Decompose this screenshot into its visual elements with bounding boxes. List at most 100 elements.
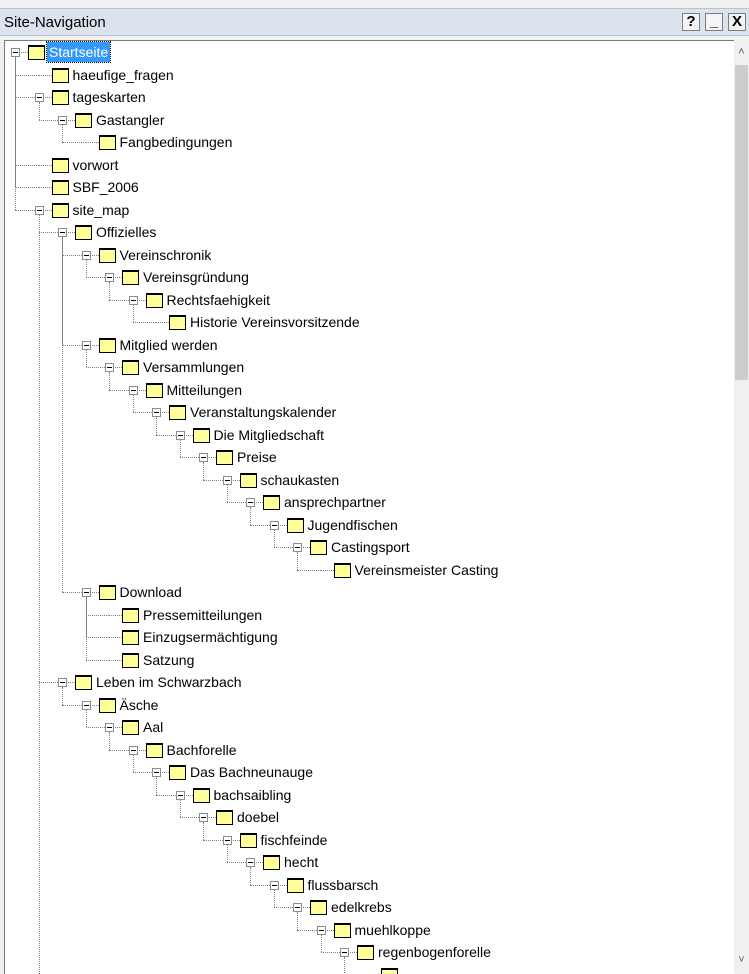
folder-icon bbox=[52, 180, 69, 195]
folder-icon bbox=[146, 743, 163, 758]
tree-node-label[interactable]: Einzugsermächtigung bbox=[141, 627, 280, 647]
tree-node-label[interactable]: site_map bbox=[71, 200, 132, 220]
tree-connector bbox=[344, 957, 345, 974]
tree-node-label[interactable]: SBF_2006 bbox=[71, 177, 141, 197]
collapse-toggle-icon[interactable] bbox=[105, 363, 114, 372]
collapse-toggle-icon[interactable] bbox=[270, 881, 279, 890]
collapse-toggle-icon[interactable] bbox=[58, 116, 67, 125]
scroll-down-icon[interactable]: ˅ bbox=[734, 953, 749, 968]
collapse-toggle-icon[interactable] bbox=[317, 926, 326, 935]
collapse-toggle-icon[interactable] bbox=[82, 251, 91, 260]
tree-node-label[interactable]: Rechtsfaehigkeit bbox=[165, 290, 273, 310]
collapse-toggle-icon[interactable] bbox=[152, 408, 161, 417]
collapse-toggle-icon[interactable] bbox=[176, 791, 185, 800]
collapse-toggle-icon[interactable] bbox=[340, 948, 349, 957]
collapse-toggle-icon[interactable] bbox=[82, 701, 91, 710]
tree-connector bbox=[15, 75, 39, 76]
tree-node-label[interactable]: Satzung bbox=[141, 650, 196, 670]
folder-icon bbox=[28, 45, 45, 60]
tree-node-label[interactable]: tageskarten bbox=[71, 87, 148, 107]
collapse-toggle-icon[interactable] bbox=[105, 723, 114, 732]
tree-node-label[interactable]: Veranstaltungskalender bbox=[188, 402, 338, 422]
tree-node-label[interactable]: Fangbedingungen bbox=[118, 132, 235, 152]
collapse-toggle-icon[interactable] bbox=[35, 206, 44, 215]
tree-node-label[interactable]: Gastangler bbox=[94, 110, 166, 130]
tree-node-label[interactable]: bachsaibling bbox=[212, 785, 294, 805]
tree-node-label[interactable]: Pressemitteilungen bbox=[141, 605, 264, 625]
tree-node-label[interactable]: Aal bbox=[141, 717, 165, 737]
scroll-up-icon[interactable]: ˄ bbox=[734, 45, 749, 60]
collapse-toggle-icon[interactable] bbox=[152, 768, 161, 777]
tree-node-label[interactable]: edelkrebs bbox=[329, 897, 394, 917]
collapse-toggle-icon[interactable] bbox=[223, 836, 232, 845]
tree-node-label[interactable]: muehlkoppe bbox=[353, 920, 433, 940]
vertical-scrollbar[interactable]: ˄ ˅ bbox=[734, 40, 749, 973]
tree-connector bbox=[15, 187, 39, 188]
tree-node-label[interactable]: Vereinsgründung bbox=[141, 267, 251, 287]
tree-node-label[interactable]: Versammlungen bbox=[141, 357, 246, 377]
tree-node-label[interactable]: Mitteilungen bbox=[165, 380, 245, 400]
tree-node-label[interactable]: hecht bbox=[282, 852, 320, 872]
tree-node-label[interactable]: flussbarsch bbox=[306, 875, 381, 895]
tree-node-label[interactable]: haeufige_fragen bbox=[71, 65, 176, 85]
tree-node-label[interactable]: Startseite bbox=[47, 42, 110, 62]
collapse-toggle-icon[interactable] bbox=[129, 386, 138, 395]
tree-connector bbox=[39, 165, 52, 166]
tree-node-label[interactable]: Vereinschronik bbox=[118, 245, 214, 265]
tree-node-label[interactable]: Die Mitgliedschaft bbox=[212, 425, 327, 445]
folder-icon bbox=[287, 878, 304, 893]
tree-node-label[interactable]: schaukasten bbox=[259, 470, 342, 490]
collapse-toggle-icon[interactable] bbox=[35, 93, 44, 102]
tree-connector bbox=[227, 485, 228, 503]
tree-connector bbox=[109, 732, 110, 750]
collapse-toggle-icon[interactable] bbox=[11, 48, 20, 57]
tree-node-label[interactable]: Historie Vereinsvorsitzende bbox=[188, 312, 362, 332]
tree-node-label[interactable]: Jugendfischen bbox=[306, 515, 400, 535]
collapse-toggle-icon[interactable] bbox=[58, 678, 67, 687]
collapse-toggle-icon[interactable] bbox=[105, 273, 114, 282]
tree-node-label[interactable]: regenbogenforelle bbox=[376, 942, 493, 962]
tree-node-label[interactable]: Äsche bbox=[118, 695, 161, 715]
collapse-toggle-icon[interactable] bbox=[129, 746, 138, 755]
tree-node-label[interactable]: doebel bbox=[235, 807, 281, 827]
tree-connector bbox=[39, 215, 40, 683]
tree-node-label[interactable]: Mitglied werden bbox=[118, 335, 220, 355]
tree-connector bbox=[39, 75, 52, 76]
collapse-toggle-icon[interactable] bbox=[58, 228, 67, 237]
collapse-toggle-icon[interactable] bbox=[246, 498, 255, 507]
collapse-toggle-icon[interactable] bbox=[293, 543, 302, 552]
scrollbar-thumb[interactable] bbox=[735, 65, 748, 380]
tree-node-label[interactable]: ansprechpartner bbox=[282, 492, 388, 512]
collapse-toggle-icon[interactable] bbox=[199, 453, 208, 462]
close-button[interactable]: X bbox=[728, 13, 746, 31]
tree-connector bbox=[86, 350, 87, 368]
folder-icon bbox=[263, 495, 280, 510]
collapse-toggle-icon[interactable] bbox=[246, 858, 255, 867]
collapse-toggle-icon[interactable] bbox=[129, 296, 138, 305]
tree-node-label[interactable]: Preise bbox=[235, 447, 279, 467]
tree-connector bbox=[86, 142, 99, 143]
tree-node-label[interactable]: Castingsport bbox=[329, 537, 412, 557]
tree-node-label[interactable]: Bachforelle bbox=[165, 740, 239, 760]
tree-node-label[interactable]: vorwort bbox=[71, 155, 121, 175]
tree-connector bbox=[250, 507, 251, 525]
tree-node-label[interactable]: Leben im Schwarzbach bbox=[94, 672, 244, 692]
tree-node-label[interactable]: Das Bachneunauge bbox=[188, 762, 315, 782]
collapse-toggle-icon[interactable] bbox=[270, 521, 279, 530]
collapse-toggle-icon[interactable] bbox=[176, 431, 185, 440]
collapse-toggle-icon[interactable] bbox=[82, 588, 91, 597]
collapse-toggle-icon[interactable] bbox=[199, 813, 208, 822]
minimize-button[interactable]: _ bbox=[705, 13, 723, 31]
tree-node-label[interactable]: Vereinsmeister Casting bbox=[353, 560, 501, 580]
tree-connector bbox=[39, 682, 40, 974]
tree-node-label[interactable]: Offizielles bbox=[94, 222, 158, 242]
tree-connector bbox=[39, 102, 40, 120]
help-button[interactable]: ? bbox=[682, 13, 700, 31]
folder-icon bbox=[122, 608, 139, 623]
tree-node-label[interactable]: fischfeinde bbox=[259, 830, 330, 850]
tree-node-label[interactable]: Download bbox=[118, 582, 184, 602]
collapse-toggle-icon[interactable] bbox=[293, 903, 302, 912]
collapse-toggle-icon[interactable] bbox=[82, 341, 91, 350]
collapse-toggle-icon[interactable] bbox=[223, 476, 232, 485]
